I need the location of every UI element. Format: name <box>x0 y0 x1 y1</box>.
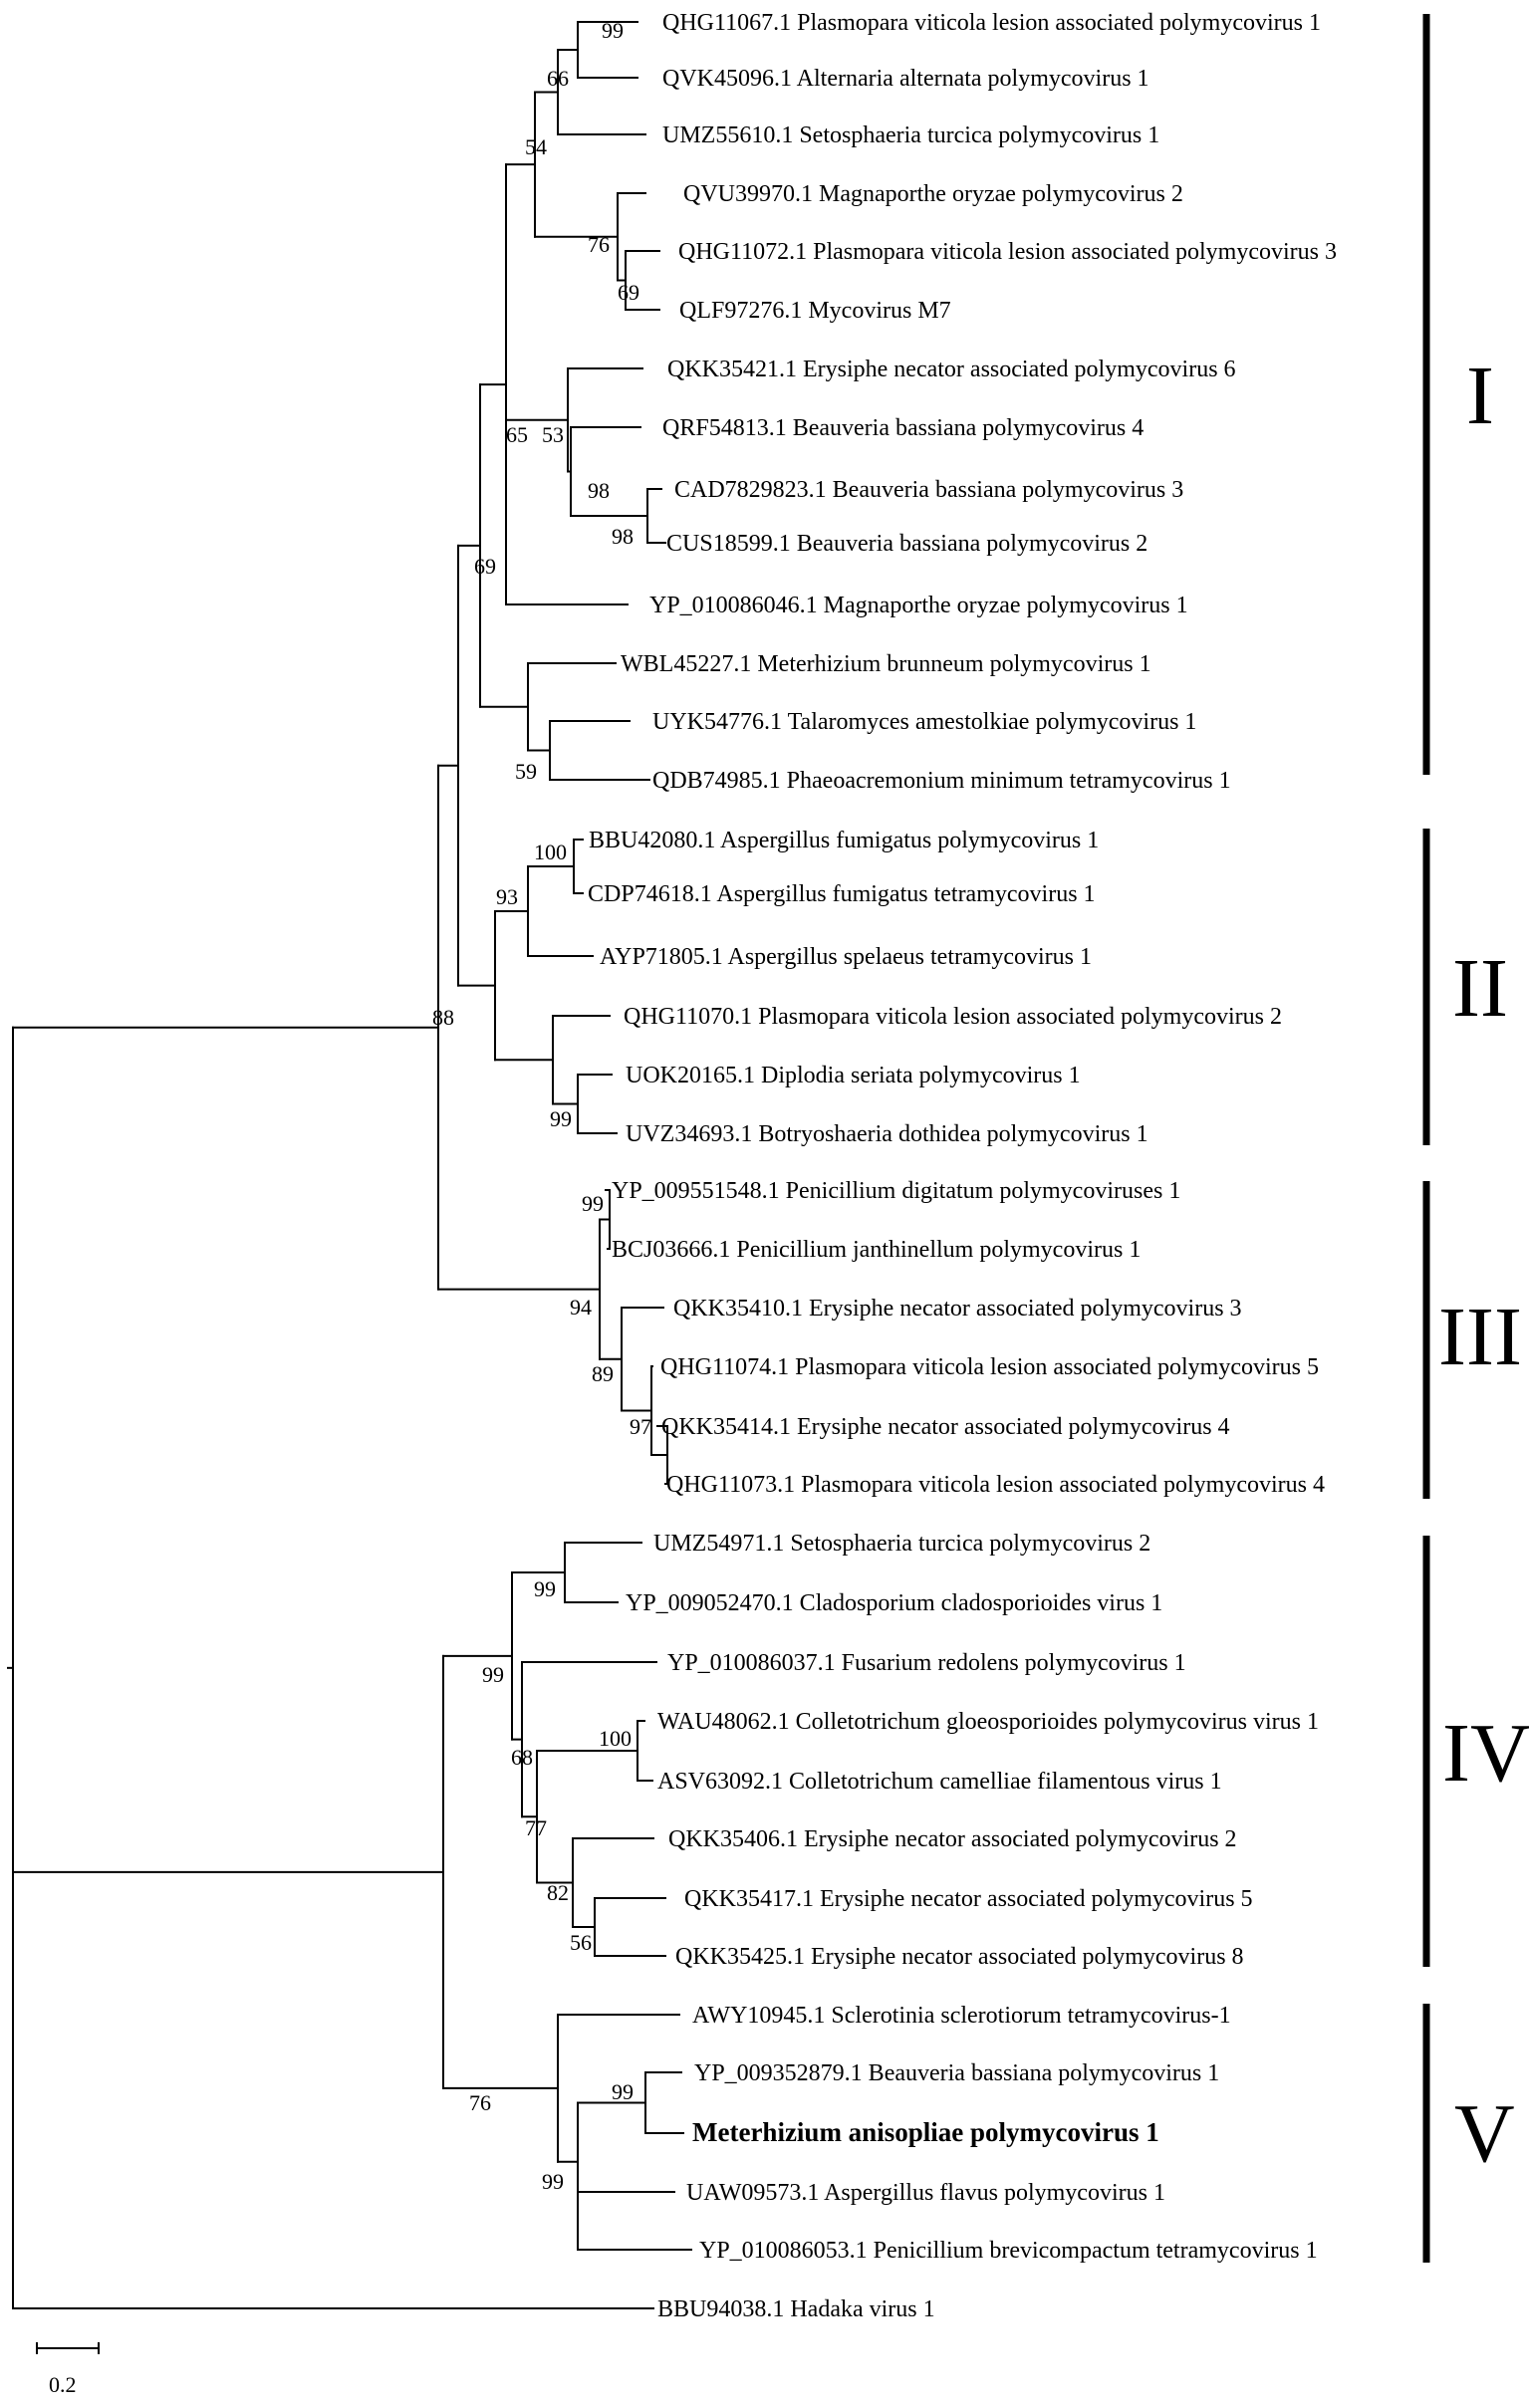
leaf-label: YP_010086053.1 Penicillium brevicompactu… <box>699 2238 1318 2264</box>
bootstrap-value: 100 <box>599 1726 632 1751</box>
leaf-labels: QHG11067.1 Plasmopara viticola lesion as… <box>588 10 1337 2322</box>
leaf-label: QLF97276.1 Mycovirus M7 <box>679 298 951 324</box>
leaf-label: YP_009052470.1 Cladosporium cladosporioi… <box>626 1590 1162 1616</box>
clade-label: I <box>1466 350 1494 442</box>
leaf-label: QKK35417.1 Erysiphe necator associated p… <box>684 1886 1253 1912</box>
leaf-label: QKK35421.1 Erysiphe necator associated p… <box>667 357 1236 382</box>
leaf-label: UAW09573.1 Aspergillus flavus polymycovi… <box>686 2180 1165 2206</box>
bootstrap-value: 98 <box>612 524 634 549</box>
leaf-label: AYP71805.1 Aspergillus spelaeus tetramyc… <box>600 944 1092 970</box>
leaf-label: QHG11070.1 Plasmopara viticola lesion as… <box>624 1004 1282 1030</box>
leaf-label: UOK20165.1 Diplodia seriata polymycoviru… <box>626 1063 1081 1088</box>
bootstrap-value: 54 <box>525 134 547 159</box>
leaf-label: WAU48062.1 Colletotrichum gloeosporioide… <box>657 1709 1319 1735</box>
bootstrap-value: 76 <box>588 232 610 257</box>
bootstrap-value: 99 <box>550 1106 572 1131</box>
leaf-label: QKK35406.1 Erysiphe necator associated p… <box>668 1826 1237 1852</box>
clade-label: II <box>1452 942 1508 1035</box>
clade-label: IV <box>1442 1707 1529 1800</box>
bootstrap-value: 53 <box>542 422 564 447</box>
leaf-label: UVZ34693.1 Botryoshaeria dothidea polymy… <box>626 1121 1148 1147</box>
bootstrap-value: 68 <box>511 1745 533 1770</box>
bootstrap-value: 76 <box>469 2090 491 2115</box>
leaf-label: QHG11074.1 Plasmopara viticola lesion as… <box>660 1354 1319 1380</box>
leaf-label: AWY10945.1 Sclerotinia sclerotiorum tetr… <box>692 2003 1231 2029</box>
bootstrap-value: 99 <box>482 1662 504 1687</box>
bootstrap-value: 69 <box>618 280 639 305</box>
bootstrap-value: 100 <box>534 840 567 864</box>
bootstrap-value: 59 <box>515 759 537 784</box>
bootstrap-value: 82 <box>547 1880 569 1905</box>
bootstrap-value: 98 <box>588 478 610 503</box>
bootstrap-value: 99 <box>542 2169 564 2194</box>
leaf-label: UYK54776.1 Talaromyces amestolkiae polym… <box>652 709 1196 735</box>
bootstrap-value: 69 <box>474 554 496 579</box>
leaf-label: YP_010086037.1 Fusarium redolens polymyc… <box>667 1650 1186 1676</box>
bootstrap-value: 66 <box>547 66 569 91</box>
leaf-label: CDP74618.1 Aspergillus fumigatus tetramy… <box>588 881 1096 907</box>
bootstrap-value: 88 <box>432 1005 454 1030</box>
leaf-label: QRF54813.1 Beauveria bassiana polymycovi… <box>662 415 1144 441</box>
leaf-label: QKK35410.1 Erysiphe necator associated p… <box>673 1296 1242 1322</box>
leaf-label: YP_009551548.1 Penicillium digitatum pol… <box>612 1178 1180 1204</box>
leaf-label: QDB74985.1 Phaeoacremonium minimum tetra… <box>652 768 1231 794</box>
leaf-label-highlighted: Meterhizium anisopliae polymycovirus 1 <box>692 2117 1159 2147</box>
scale-bar: 0.2 <box>36 2342 100 2397</box>
clade-label: V <box>1454 2087 1515 2180</box>
bootstrap-value: 99 <box>602 18 624 43</box>
bootstrap-value: 97 <box>630 1414 651 1439</box>
leaf-label: QVU39970.1 Magnaporthe oryzae polymycovi… <box>683 181 1183 207</box>
bootstrap-value: 56 <box>570 1930 592 1955</box>
leaf-label: WBL45227.1 Meterhizium brunneum polymyco… <box>621 651 1151 677</box>
leaf-label: QHG11073.1 Plasmopara viticola lesion as… <box>666 1472 1325 1498</box>
bootstrap-value: 99 <box>612 2079 634 2104</box>
leaf-label: BCJ03666.1 Penicillium janthinellum poly… <box>612 1237 1141 1263</box>
bootstrap-value: 99 <box>534 1576 556 1601</box>
bootstrap-value: 99 <box>582 1191 604 1216</box>
leaf-label: ASV63092.1 Colletotrichum camelliae fila… <box>657 1769 1222 1795</box>
bootstrap-value: 94 <box>570 1295 592 1320</box>
leaf-label: BBU42080.1 Aspergillus fumigatus polymyc… <box>589 828 1099 853</box>
leaf-label: QKK35414.1 Erysiphe necator associated p… <box>661 1414 1230 1440</box>
leaf-label: QHG11072.1 Plasmopara viticola lesion as… <box>678 239 1337 265</box>
leaf-label: QVK45096.1 Alternaria alternata polymyco… <box>662 66 1149 92</box>
leaf-label: CAD7829823.1 Beauveria bassiana polymyco… <box>674 477 1183 503</box>
clade-label: III <box>1438 1291 1522 1383</box>
leaf-label: QKK35425.1 Erysiphe necator associated p… <box>675 1944 1244 1970</box>
leaf-label: UMZ54971.1 Setosphaeria turcica polymyco… <box>653 1531 1150 1557</box>
leaf-label: UMZ55610.1 Setosphaeria turcica polymyco… <box>662 122 1159 148</box>
bootstrap-value: 93 <box>496 884 518 909</box>
bootstrap-value: 89 <box>592 1361 614 1386</box>
bootstrap-value: 65 <box>506 422 528 447</box>
leaf-label: YP_010086046.1 Magnaporthe oryzae polymy… <box>649 593 1188 618</box>
leaf-label: YP_009352879.1 Beauveria bassiana polymy… <box>694 2060 1219 2086</box>
leaf-label: BBU94038.1 Hadaka virus 1 <box>657 2296 935 2322</box>
leaf-label: QHG11067.1 Plasmopara viticola lesion as… <box>662 10 1321 36</box>
leaf-label: CUS18599.1 Beauveria bassiana polymycovi… <box>666 531 1147 557</box>
tree-branches <box>7 21 692 2309</box>
bootstrap-value: 77 <box>525 1815 547 1840</box>
scale-bar-label: 0.2 <box>49 2372 77 2397</box>
